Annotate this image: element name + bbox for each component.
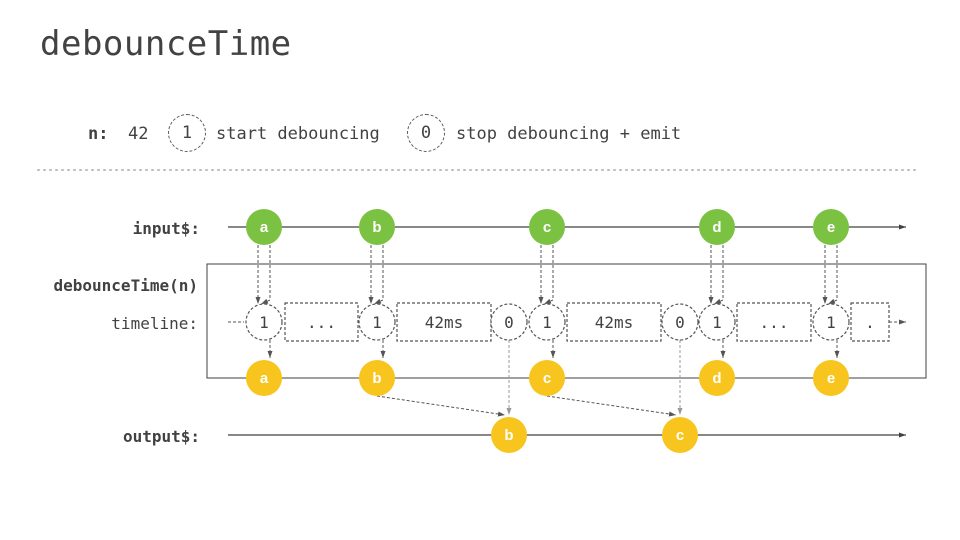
input-to-timeline-arrow [543,245,554,305]
timeline-box [284,302,359,342]
operator-box [206,263,927,379]
timeline-box-label: ... [307,313,336,332]
timeline-circle-label: 0 [675,313,685,332]
operator-marble-label: c [543,370,551,387]
input-to-timeline-arrow [373,245,384,305]
legend-stop-text: stop debouncing + emit [456,124,682,144]
timeline-box [566,302,662,342]
input-marble [813,209,849,245]
input-to-timeline-arrow [827,245,838,305]
input-marble-label: a [260,219,269,236]
timeline-circle-label: 1 [372,313,382,332]
legend-stop-symbol: 0 [407,114,445,152]
timeline-box-label: 42ms [595,313,634,332]
emit-arrow [376,395,506,417]
timeline-circle-label: 0 [504,313,514,332]
input-marble [359,209,395,245]
operator-marble [246,360,282,396]
output-label: output$: [122,427,200,446]
timeline-box [396,302,492,342]
timeline-box-label: ... [760,313,789,332]
timeline-circle [528,303,566,341]
output-marble [662,417,698,453]
input-label: input$: [132,219,200,238]
input-marble [246,209,282,245]
legend-start-text: start debouncing [216,124,380,144]
legend-n-label: n: [88,124,109,144]
input-marble-label: d [712,219,721,236]
timeline-circle [490,303,528,341]
timeline-circle [245,303,283,341]
operator-marble [359,360,395,396]
timeline-box-label: . [865,313,875,332]
operator-marble [699,360,735,396]
operator-marble [529,360,565,396]
operator-marble-label: e [827,370,835,387]
timeline-circle [358,303,396,341]
timeline-box [736,302,812,342]
timeline-box [850,302,890,342]
output-marble [491,417,527,453]
timeline-circle-label: 1 [259,313,269,332]
timeline-circle [698,303,736,341]
input-to-timeline-arrow [260,245,271,305]
timeline-circle [812,303,850,341]
operator-marble [813,360,849,396]
timeline-circle-label: 1 [712,313,722,332]
input-marble [529,209,565,245]
timeline-label: timeline: [111,314,198,333]
input-marble-label: b [372,219,381,236]
legend-n-value: 42 [128,124,149,144]
page-title: debounceTime [40,24,292,64]
output-marble-label: c [676,427,684,444]
input-marble-label: c [543,219,551,236]
operator-marble-label: a [260,370,269,387]
emit-arrow [546,395,677,417]
timeline-circle-label: 1 [542,313,552,332]
input-marble-label: e [827,219,835,236]
operator-marble-label: d [712,370,721,387]
operator-label: debounceTime(n) [53,276,199,295]
timeline-circle-label: 1 [826,313,836,332]
timeline-box-label: 42ms [425,313,464,332]
legend-start-symbol: 1 [168,114,206,152]
input-marble [699,209,735,245]
output-marble-label: b [504,427,513,444]
timeline-circle [661,303,699,341]
operator-marble-label: b [372,370,381,387]
input-to-timeline-arrow [713,245,724,305]
